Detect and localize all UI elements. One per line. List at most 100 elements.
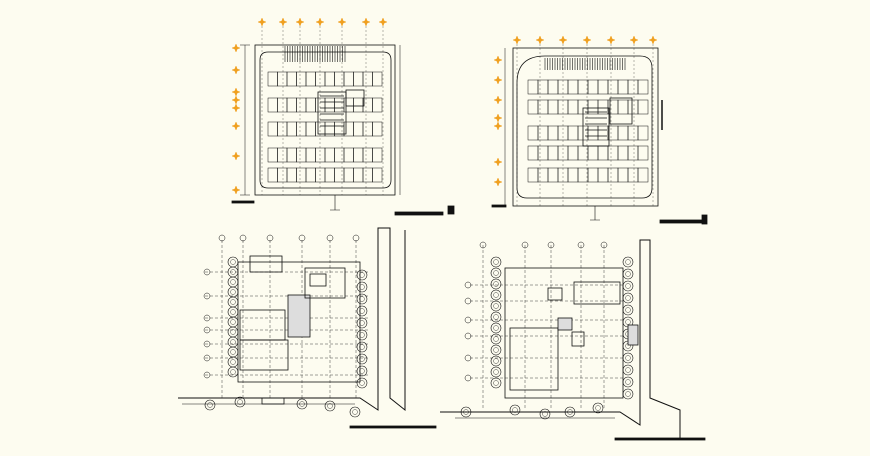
tree-canopy	[567, 409, 573, 415]
grid-bubble	[203, 268, 211, 276]
tree-symbol	[490, 311, 502, 323]
grid-bubble	[521, 241, 529, 249]
tree-symbol	[592, 402, 604, 414]
tree-symbol	[356, 281, 368, 293]
tree-symbol	[356, 329, 368, 341]
tree-symbol	[460, 406, 472, 418]
tree-symbol	[539, 408, 551, 420]
tree-canopy	[230, 319, 236, 325]
tree-symbol	[490, 300, 502, 312]
grid-bubble	[239, 234, 247, 242]
tree-canopy	[230, 269, 236, 275]
ramp-hatch	[284, 46, 346, 62]
tree-symbol	[296, 398, 308, 410]
site-plan-bottom-right	[440, 239, 706, 441]
tree-symbol	[622, 280, 634, 292]
stair-core	[317, 91, 347, 135]
tree-symbol	[356, 305, 368, 317]
grid-marker	[493, 55, 503, 65]
tree-canopy	[625, 379, 631, 385]
tree-symbol	[490, 355, 502, 367]
tree-canopy	[493, 314, 499, 320]
grid-bubble	[479, 241, 487, 249]
label-box	[249, 255, 283, 273]
title-bar	[614, 437, 706, 441]
grid-bubble	[203, 314, 211, 322]
parking-bay	[372, 71, 383, 87]
tree-canopy	[463, 409, 469, 415]
tree-symbol	[356, 365, 368, 377]
tree-symbol	[349, 406, 361, 418]
entrance-mark	[261, 397, 285, 405]
structural-grid	[203, 234, 370, 398]
grid-bubble	[464, 281, 472, 289]
parking-bay	[372, 121, 383, 137]
core-hatched	[287, 294, 311, 338]
tree-symbol	[490, 256, 502, 268]
tree-canopy	[493, 380, 499, 386]
tree-symbol	[490, 322, 502, 334]
grid-bubble	[600, 241, 608, 249]
tree-canopy	[542, 411, 548, 417]
room-b	[547, 287, 563, 301]
stair	[571, 331, 585, 347]
ramp-hatch	[544, 58, 626, 70]
grid-bubble	[203, 292, 211, 300]
service-block	[627, 324, 639, 346]
parking-bay	[372, 97, 383, 113]
grid-marker	[231, 185, 241, 195]
grid-bubble	[464, 354, 472, 362]
tree-canopy	[230, 259, 236, 265]
tree-canopy	[230, 339, 236, 345]
grid-bubble	[298, 234, 306, 242]
tree-canopy	[493, 336, 499, 342]
site-boundary-road	[178, 227, 406, 412]
tree-symbol	[490, 366, 502, 378]
parking-bay	[372, 147, 383, 163]
ramp-loop	[516, 55, 653, 199]
parking-bay	[637, 167, 649, 183]
tree-canopy	[359, 272, 365, 278]
grid-bubble	[464, 374, 472, 382]
grid-bubble	[547, 241, 555, 249]
tree-canopy	[625, 283, 631, 289]
grid-marker	[493, 95, 503, 105]
tree-canopy	[625, 355, 631, 361]
grid-marker	[493, 75, 503, 85]
tree-symbol	[490, 267, 502, 279]
tree-canopy	[493, 325, 499, 331]
tree-canopy	[327, 403, 333, 409]
tree-canopy	[359, 344, 365, 350]
tree-canopy	[493, 292, 499, 298]
grid-bubble	[203, 354, 211, 362]
service-room	[609, 97, 633, 125]
tree-symbol	[356, 377, 368, 389]
parking-bay	[637, 125, 649, 141]
tree-canopy	[625, 307, 631, 313]
title-bar-right	[659, 219, 703, 224]
tree-canopy	[359, 320, 365, 326]
room-a-label	[309, 273, 327, 287]
core-hatched	[557, 317, 573, 331]
tree-canopy	[595, 405, 601, 411]
grid-bubble	[203, 340, 211, 348]
tree-canopy	[230, 289, 236, 295]
tree-symbol	[564, 406, 576, 418]
stair-core	[582, 107, 610, 147]
room-c	[239, 339, 289, 371]
ramp-loop	[259, 51, 392, 189]
tree-canopy	[359, 356, 365, 362]
tree-canopy	[359, 308, 365, 314]
grid-bubble	[326, 234, 334, 242]
tree-canopy	[493, 281, 499, 287]
tree-symbol	[622, 376, 634, 388]
tree-canopy	[493, 347, 499, 353]
tree-canopy	[230, 349, 236, 355]
room-a	[573, 281, 621, 305]
tree-symbol	[622, 268, 634, 280]
tree-canopy	[207, 402, 213, 408]
tree-canopy	[352, 409, 358, 415]
grid-marker	[231, 103, 241, 113]
grid-bubble	[464, 316, 472, 324]
site-plan-bottom-left	[178, 227, 437, 429]
